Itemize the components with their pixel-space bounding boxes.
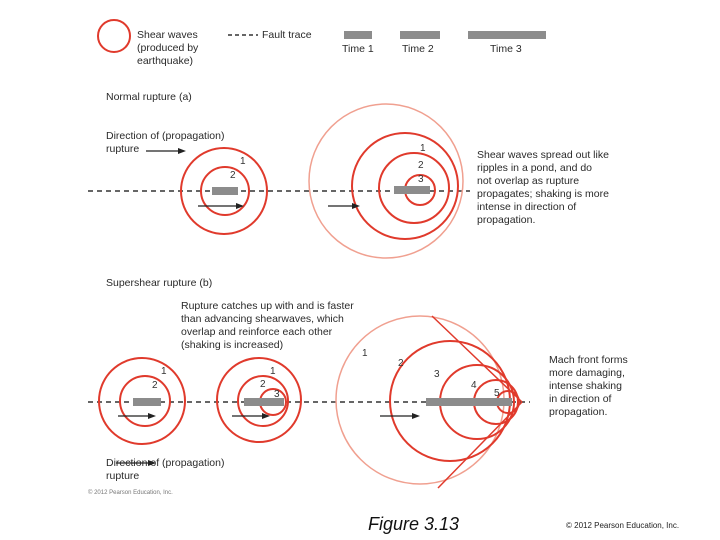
supershear-group1-inner [119, 375, 171, 427]
supershear-arrowhead-2 [262, 413, 270, 419]
legend-time3-label: Time 3 [490, 43, 522, 55]
normal-title: Normal rupture (a) [106, 91, 192, 103]
ss-num-g2-1: 1 [270, 366, 276, 377]
ss-num-g2-3: 3 [274, 389, 280, 400]
normal-wave-outer-light [308, 103, 464, 259]
supershear-group2-outer [216, 357, 302, 443]
supershear-arrowhead-1 [148, 413, 156, 419]
normal-wave-t1-b [200, 166, 250, 216]
normal-arrowhead-1 [236, 203, 244, 209]
supershear-fault-t3 [426, 398, 512, 406]
normal-wave-t1-a [180, 147, 268, 235]
supershear-title: Supershear rupture (b) [106, 277, 213, 289]
supershear-direction-label: Direction of (propagation) rupture [106, 457, 225, 482]
normal-note: Shear waves spread out like ripples in a… [477, 149, 609, 226]
mach-front-lower [437, 401, 523, 489]
ss-num-g3-2: 2 [398, 358, 404, 369]
ss-num-g3-3: 3 [434, 369, 440, 380]
supershear-fault-t1 [133, 398, 161, 406]
supershear-group1-outer [98, 357, 186, 445]
legend-wave-circle [97, 19, 131, 53]
legend-time1-bar [344, 31, 372, 39]
normal-arrowhead-2 [352, 203, 360, 209]
inner-copyright: © 2012 Pearson Education, Inc. [88, 490, 173, 496]
normal-wave-t2-a [351, 132, 459, 240]
ss-num-g1-1: 1 [161, 366, 167, 377]
normal-fault-t3 [394, 186, 430, 194]
legend-shear-waves-label: Shear waves (produced by earthquake) [137, 29, 199, 67]
normal-direction-arrowhead [178, 148, 186, 154]
ss-num-g3-5: 5 [494, 388, 500, 399]
legend-time2-label: Time 2 [402, 43, 434, 55]
ss-num-g2-2: 2 [260, 379, 266, 390]
ss-num-g3-4: 4 [471, 380, 477, 391]
normal-num-2b: 2 [418, 160, 424, 171]
normal-direction-label: Direction of (propagation) rupture [106, 130, 225, 155]
copyright-footer: © 2012 Pearson Education, Inc. [566, 521, 680, 530]
legend-time2-bar [400, 31, 440, 39]
supershear-fault-t2 [244, 398, 284, 406]
normal-num-2a: 2 [230, 170, 236, 181]
figure-caption: Figure 3.13 [368, 514, 460, 534]
supershear-direction-arrowhead [148, 460, 156, 466]
normal-num-1a: 1 [240, 156, 246, 167]
supershear-group2-mid [237, 375, 289, 427]
legend-fault-trace-label: Fault trace [262, 29, 312, 41]
supershear-callout: Rupture catches up with and is faster th… [181, 300, 354, 351]
ss-num-g3-1: 1 [362, 348, 368, 359]
normal-num-1b: 1 [420, 143, 426, 154]
mach-front-upper [431, 315, 523, 403]
normal-fault-t1 [212, 187, 238, 195]
normal-wave-t2-b [378, 152, 450, 224]
ss-num-g1-2: 2 [152, 380, 158, 391]
legend-time3-bar [468, 31, 546, 39]
supershear-arrowhead-3 [412, 413, 420, 419]
normal-num-3b: 3 [418, 174, 424, 185]
legend-time1-label: Time 1 [342, 43, 374, 55]
mach-front-note: Mach front forms more damaging, intense … [549, 354, 628, 418]
